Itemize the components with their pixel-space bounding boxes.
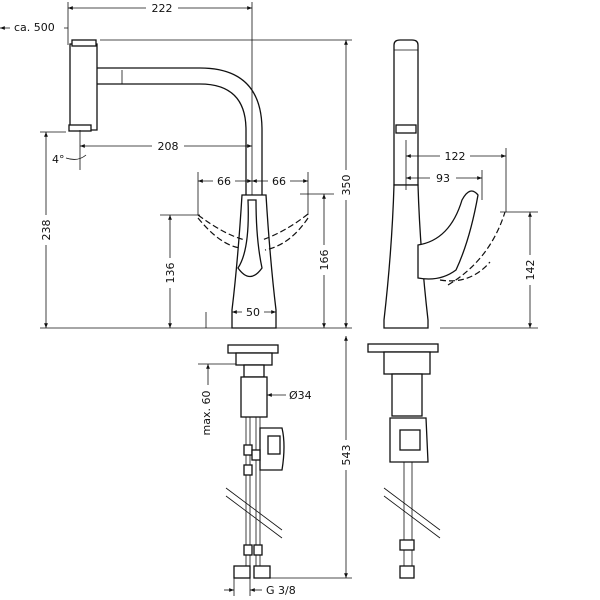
dim-66-left: 66 [217, 175, 231, 188]
side-lever [417, 190, 479, 280]
dim-93: 93 [436, 172, 450, 185]
dim-66-right: 66 [272, 175, 286, 188]
dim-208: 208 [158, 140, 179, 153]
dim-ca-500: ca. 500 [14, 21, 55, 34]
dim-166: 166 [318, 250, 331, 271]
dim-543: 543 [340, 445, 353, 466]
dim-122: 122 [445, 150, 466, 163]
dim-diameter-34: Ø34 [289, 389, 312, 402]
connector-right [253, 565, 271, 579]
dim-222: 222 [152, 2, 173, 15]
side-body [383, 184, 429, 329]
mounting-shank [240, 376, 268, 418]
dim-238: 238 [40, 220, 53, 241]
base-plate [227, 344, 279, 354]
dim-4-degrees: 4° [52, 153, 65, 166]
dim-136: 136 [164, 263, 177, 284]
front-view [0, 2, 352, 596]
side-lever-swing [447, 211, 506, 286]
dim-142: 142 [524, 260, 537, 281]
dim-max-60: max. 60 [200, 391, 213, 436]
spray-head [69, 43, 98, 131]
side-view [367, 39, 538, 579]
dim-50: 50 [246, 306, 260, 319]
spray-head-tip [71, 39, 97, 47]
dim-g-3-8: G 3/8 [266, 584, 296, 597]
side-spout [393, 39, 419, 186]
lever [237, 199, 263, 278]
connector-left [233, 565, 251, 579]
lever-swing-left [197, 214, 246, 249]
dim-350: 350 [340, 175, 353, 196]
lever-swing-right [261, 213, 309, 251]
side-base-plate [367, 343, 439, 353]
